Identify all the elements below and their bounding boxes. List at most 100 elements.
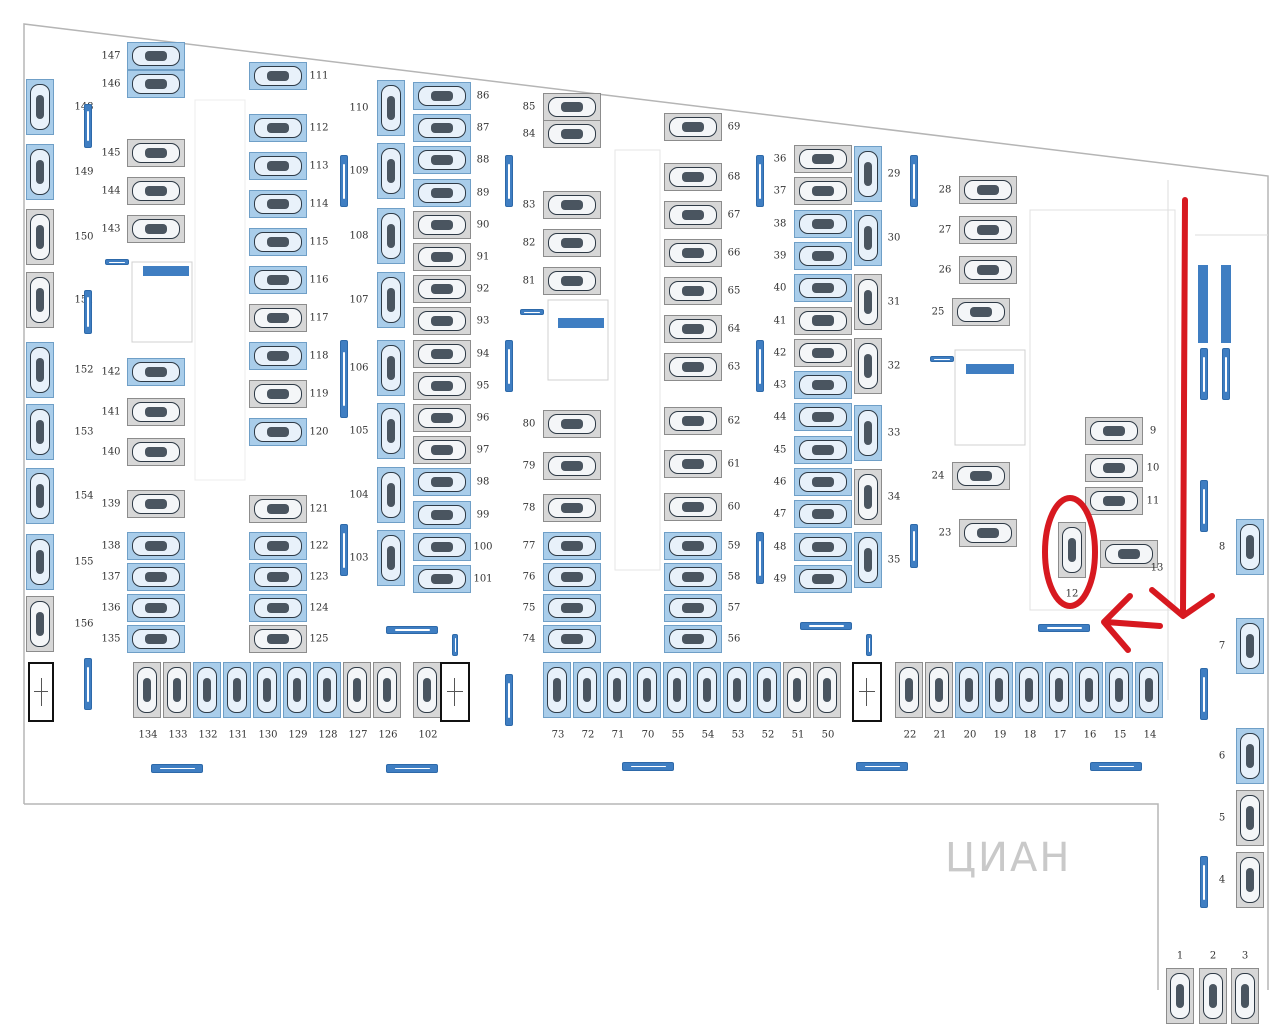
parking-spot-92[interactable] xyxy=(413,275,471,304)
parking-spot-42[interactable] xyxy=(794,338,852,367)
parking-spot-117[interactable] xyxy=(249,304,307,332)
parking-spot-48[interactable] xyxy=(794,532,852,561)
parking-spot-7[interactable] xyxy=(1236,618,1264,674)
parking-spot-71[interactable] xyxy=(603,662,631,718)
parking-spot-114[interactable] xyxy=(249,190,307,218)
parking-spot-127[interactable] xyxy=(343,662,371,718)
parking-spot-144[interactable] xyxy=(127,177,185,205)
parking-spot-23[interactable] xyxy=(959,519,1017,547)
parking-spot-96[interactable] xyxy=(413,404,471,432)
parking-spot-139[interactable] xyxy=(127,490,185,518)
parking-spot-138[interactable] xyxy=(127,532,185,560)
parking-spot-108[interactable] xyxy=(377,208,405,264)
parking-spot-38[interactable] xyxy=(794,209,852,238)
parking-spot-148[interactable] xyxy=(26,79,54,135)
parking-spot-97[interactable] xyxy=(413,436,471,465)
parking-spot-74[interactable] xyxy=(543,625,601,653)
parking-spot-77[interactable] xyxy=(543,532,601,560)
parking-spot-136[interactable] xyxy=(127,594,185,622)
parking-spot-50[interactable] xyxy=(813,662,841,718)
parking-spot-52[interactable] xyxy=(753,662,781,718)
parking-spot-5[interactable] xyxy=(1236,790,1264,846)
parking-spot-41[interactable] xyxy=(794,306,852,335)
parking-spot-83[interactable] xyxy=(543,191,601,219)
parking-spot-24[interactable] xyxy=(952,462,1010,490)
parking-spot-124[interactable] xyxy=(249,594,307,622)
parking-spot-142[interactable] xyxy=(127,358,185,386)
parking-spot-121[interactable] xyxy=(249,495,307,523)
parking-spot-103[interactable] xyxy=(377,530,405,586)
parking-spot-78[interactable] xyxy=(543,494,601,522)
parking-spot-113[interactable] xyxy=(249,152,307,180)
parking-spot-30[interactable] xyxy=(854,210,882,266)
parking-spot-33[interactable] xyxy=(854,405,882,461)
parking-spot-26[interactable] xyxy=(959,256,1017,284)
parking-spot-66[interactable] xyxy=(664,239,722,267)
parking-spot-51[interactable] xyxy=(783,662,811,718)
parking-spot-64[interactable] xyxy=(664,315,722,343)
parking-spot-4[interactable] xyxy=(1236,852,1264,908)
parking-spot-72[interactable] xyxy=(573,662,601,718)
parking-spot-110[interactable] xyxy=(377,80,405,136)
parking-spot-106[interactable] xyxy=(377,340,405,396)
parking-spot-112[interactable] xyxy=(249,114,307,142)
parking-spot-54[interactable] xyxy=(693,662,721,718)
parking-spot-87[interactable] xyxy=(413,114,471,143)
parking-spot-135[interactable] xyxy=(127,625,185,653)
parking-spot-12[interactable] xyxy=(1058,522,1086,578)
parking-spot-9[interactable] xyxy=(1085,417,1143,445)
parking-spot-93[interactable] xyxy=(413,307,471,336)
parking-spot-53[interactable] xyxy=(723,662,751,718)
parking-spot-137[interactable] xyxy=(127,563,185,591)
parking-spot-63[interactable] xyxy=(664,353,722,381)
parking-spot-111[interactable] xyxy=(249,62,307,90)
parking-spot-115[interactable] xyxy=(249,228,307,256)
parking-spot-153[interactable] xyxy=(26,404,54,460)
parking-spot-1[interactable] xyxy=(1166,968,1194,1024)
parking-spot-11[interactable] xyxy=(1085,487,1143,515)
parking-spot-90[interactable] xyxy=(413,210,471,239)
parking-spot-73[interactable] xyxy=(543,662,571,718)
parking-spot-75[interactable] xyxy=(543,594,601,622)
parking-spot-134[interactable] xyxy=(133,662,161,718)
parking-spot-18[interactable] xyxy=(1015,662,1043,718)
parking-spot-69[interactable] xyxy=(664,113,722,141)
parking-spot-91[interactable] xyxy=(413,243,471,271)
parking-spot-88[interactable] xyxy=(413,146,471,175)
parking-spot-20[interactable] xyxy=(955,662,983,718)
parking-spot-32[interactable] xyxy=(854,338,882,394)
parking-spot-36[interactable] xyxy=(794,145,852,173)
parking-spot-116[interactable] xyxy=(249,266,307,294)
parking-spot-70[interactable] xyxy=(633,662,661,718)
parking-spot-80[interactable] xyxy=(543,410,601,438)
parking-spot-79[interactable] xyxy=(543,452,601,480)
parking-spot-29[interactable] xyxy=(854,146,882,202)
parking-spot-143[interactable] xyxy=(127,215,185,243)
parking-spot-81[interactable] xyxy=(543,267,601,295)
parking-spot-99[interactable] xyxy=(413,500,471,529)
parking-spot-132[interactable] xyxy=(193,662,221,718)
parking-spot-59[interactable] xyxy=(664,532,722,560)
parking-spot-101[interactable] xyxy=(413,565,471,593)
parking-spot-40[interactable] xyxy=(794,274,852,303)
parking-spot-118[interactable] xyxy=(249,342,307,370)
parking-spot-46[interactable] xyxy=(794,468,852,496)
parking-spot-14[interactable] xyxy=(1135,662,1163,718)
parking-spot-119[interactable] xyxy=(249,380,307,408)
parking-spot-100[interactable] xyxy=(413,532,471,561)
parking-spot-94[interactable] xyxy=(413,339,471,368)
parking-spot-145[interactable] xyxy=(127,139,185,167)
parking-spot-152[interactable] xyxy=(26,342,54,398)
parking-spot-43[interactable] xyxy=(794,371,852,400)
parking-spot-120[interactable] xyxy=(249,418,307,446)
parking-spot-131[interactable] xyxy=(223,662,251,718)
parking-spot-31[interactable] xyxy=(854,274,882,330)
parking-spot-28[interactable] xyxy=(959,176,1017,204)
parking-spot-27[interactable] xyxy=(959,216,1017,244)
parking-spot-141[interactable] xyxy=(127,398,185,426)
parking-spot-102[interactable] xyxy=(413,662,441,718)
parking-spot-6[interactable] xyxy=(1236,728,1264,784)
parking-spot-49[interactable] xyxy=(794,564,852,593)
parking-spot-149[interactable] xyxy=(26,144,54,200)
parking-spot-155[interactable] xyxy=(26,534,54,590)
